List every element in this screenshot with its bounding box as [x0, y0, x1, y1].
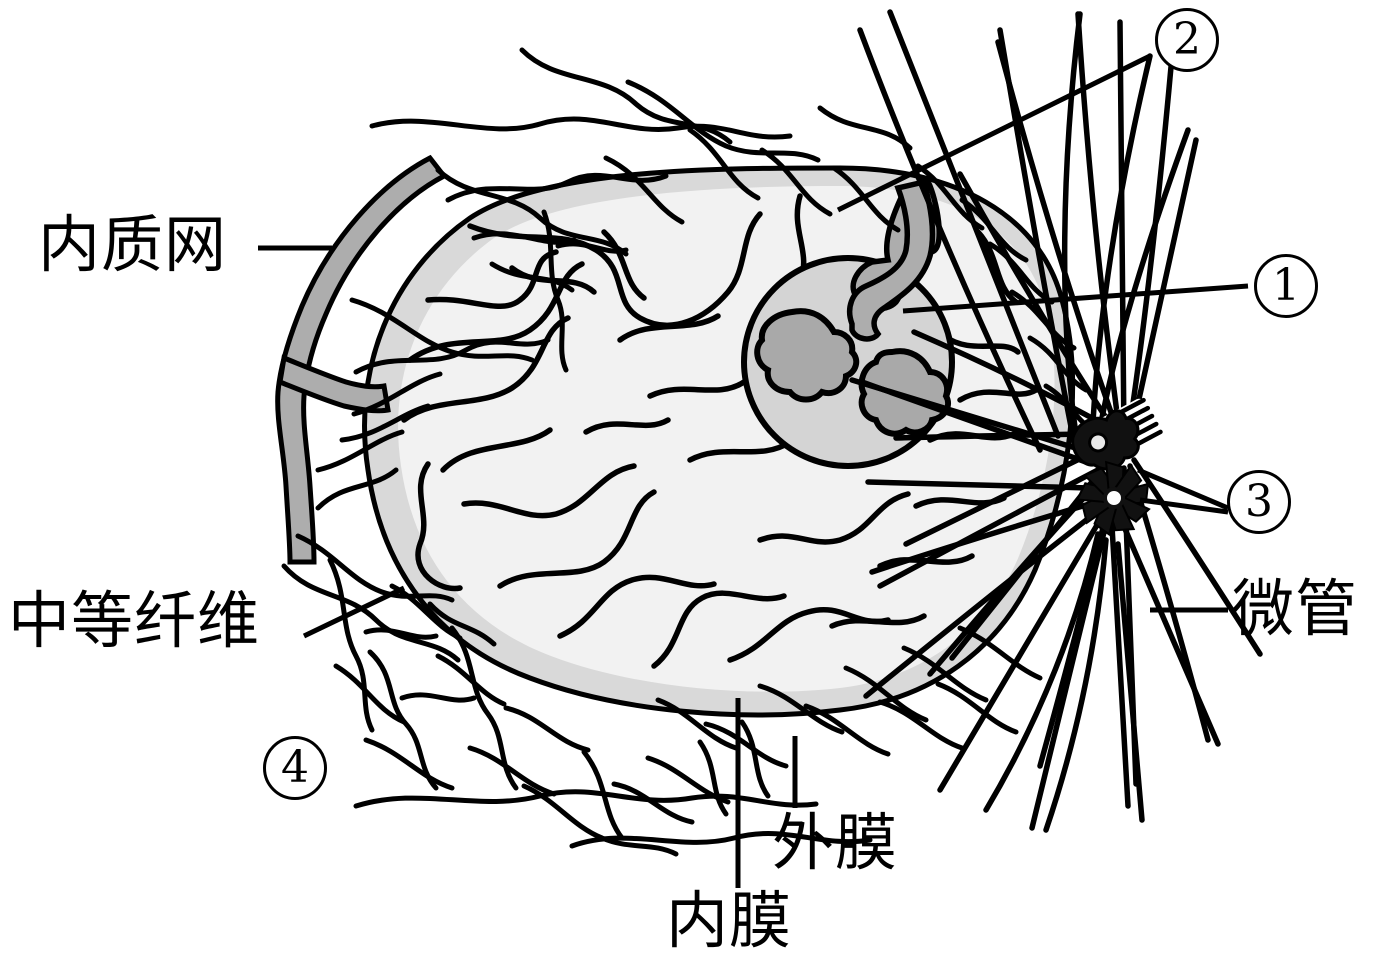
callout-badge-4-text: 4 [281, 742, 309, 793]
endoplasmic-reticulum-tube [275, 154, 448, 565]
label-microtubule: 微管 [1232, 572, 1359, 645]
centriole-longitudinal [1071, 397, 1163, 471]
callout-badge-1-text: 1 [1272, 260, 1300, 311]
callout-badge-3-text: 3 [1245, 476, 1273, 527]
nucleolus-right [858, 348, 952, 437]
leader-lines [258, 53, 1249, 888]
er-main-branch [275, 154, 448, 565]
centriole-cross-section [1075, 460, 1151, 537]
leader-callout-2 [836, 53, 1152, 213]
callout-badge-1: 1 [1254, 254, 1318, 318]
label-outer-membrane: 外膜 [772, 806, 899, 879]
leader-callout-3b [1139, 497, 1229, 515]
callout-badge-4: 4 [263, 736, 327, 800]
callout-badge-3: 3 [1227, 470, 1291, 534]
intermediate-filament-network [281, 47, 1099, 857]
microtubule-arcs [857, 9, 1191, 833]
leader-intermediate-fiber [302, 585, 406, 639]
label-endoplasmic-reticulum: 内质网 [38, 208, 228, 281]
leader-callout-3a [1137, 467, 1229, 511]
callout-badge-2: 2 [1155, 8, 1219, 72]
er-lower-branch [277, 354, 391, 414]
label-intermediate-fiber: 中等纤维 [8, 584, 261, 657]
callout-badge-2-text: 2 [1173, 14, 1201, 65]
label-inner-membrane: 内膜 [666, 884, 793, 957]
nucleolus-left [754, 308, 860, 403]
nucleus-group [741, 178, 955, 469]
leader-callout-1 [902, 283, 1249, 314]
microtubule-fan [849, 11, 1263, 831]
nucleolus-stalk [846, 178, 936, 342]
centriole-end-cap [1071, 409, 1140, 471]
